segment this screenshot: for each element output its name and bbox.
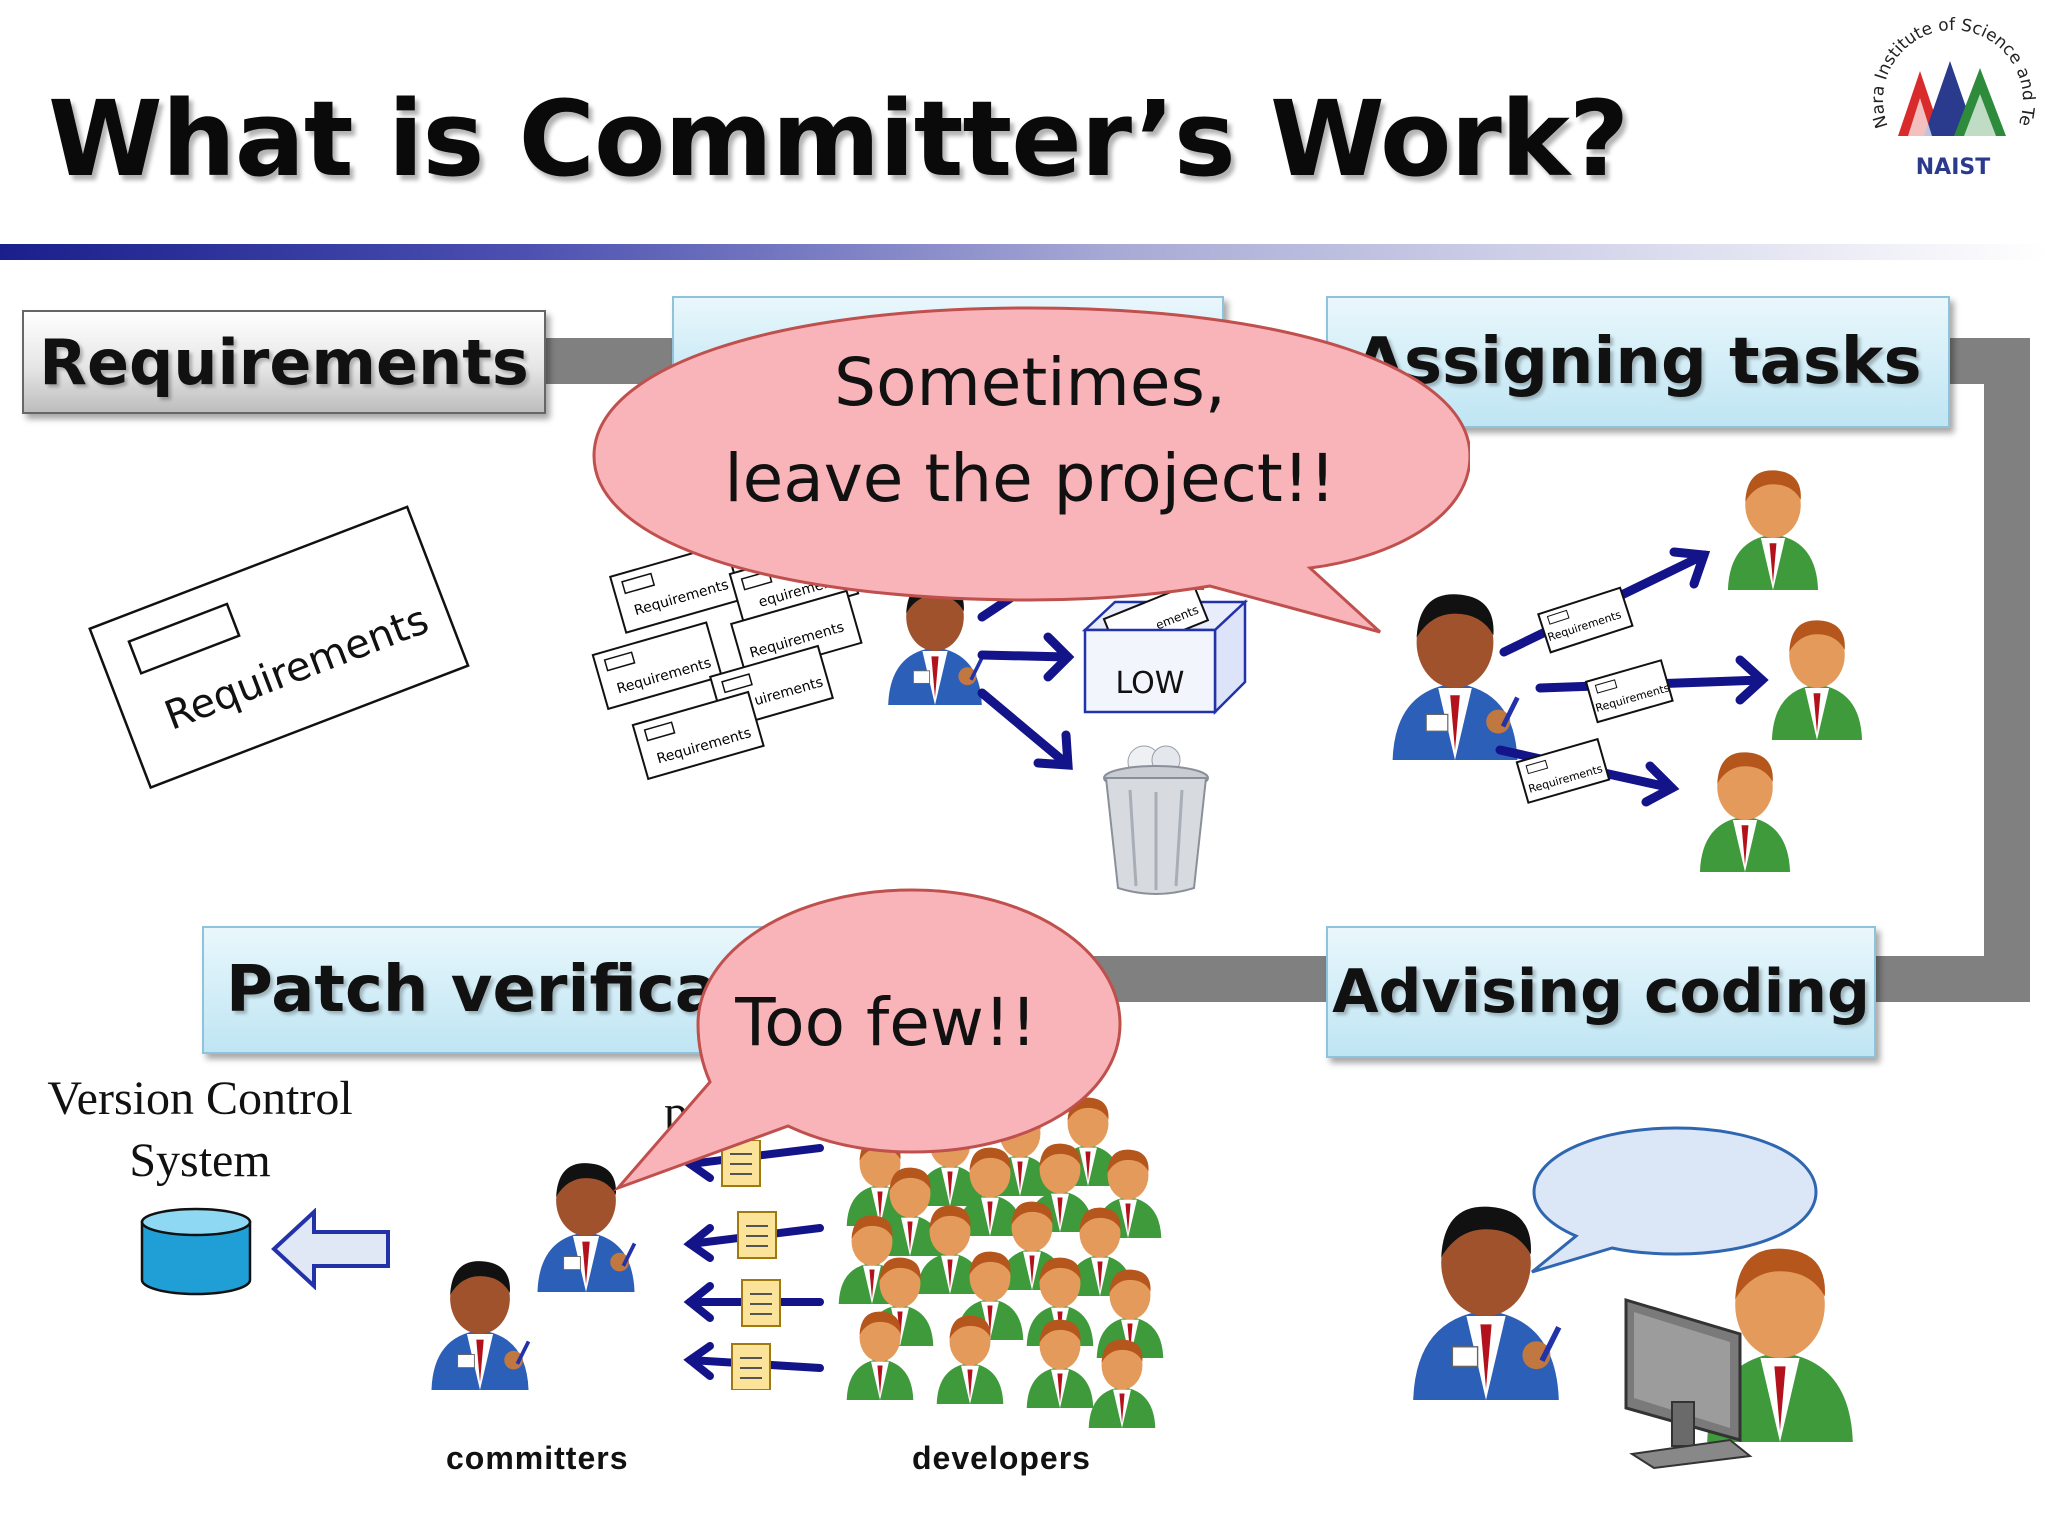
requirements-document-large: Requirements <box>88 505 470 790</box>
stage-assigning-label: Assigning tasks <box>1354 325 1922 399</box>
bubble-leave-line2: leave the project!! <box>724 440 1336 517</box>
developer-assignee-3 <box>1699 752 1791 872</box>
bubble-leave-project <box>592 306 1470 634</box>
requirements-pile: Requirements equirements Requirements Re… <box>591 540 863 781</box>
committer-1 <box>429 1259 531 1390</box>
stage-patch-label: Patch verifica <box>226 953 718 1027</box>
vcs-label-line1: Version Control <box>47 1072 353 1125</box>
stage-requirements: Requirements <box>22 310 546 414</box>
connector-right <box>1984 338 2030 976</box>
stage-requirements-label: Requirements <box>39 325 529 399</box>
stage-advising-coding: Advising coding <box>1326 926 1876 1058</box>
computer-monitor-icon <box>1624 1297 1753 1470</box>
developers-label: developers <box>912 1440 1091 1476</box>
connector-bottom-right <box>1868 956 2030 1002</box>
stage-advising-label: Advising coding <box>1332 957 1870 1027</box>
commit-arrow <box>271 1208 390 1290</box>
assign-arrows: Requirements Requirements Requirements <box>1495 547 1769 807</box>
developer-assignee-1 <box>1727 470 1819 590</box>
trash-can-icon <box>1103 745 1209 895</box>
slide-title: What is Committer’s Work? <box>48 78 1629 200</box>
vcs-label-line2: System <box>129 1134 271 1187</box>
patch-arrows <box>683 1140 824 1390</box>
committer-advising <box>1396 1190 1576 1400</box>
database-icon <box>140 1207 252 1296</box>
bubble-too-few <box>613 888 1122 1192</box>
logo-short-text: NAIST <box>1916 155 1990 180</box>
low-priority-box: ements LOW <box>1081 590 1249 716</box>
bubble-leave-line1: Sometimes, <box>834 344 1226 421</box>
stage-assigning-tasks: Assigning tasks <box>1326 296 1950 428</box>
advice-speech-bubble <box>1531 1126 1818 1274</box>
naist-logo: Nara Institute of Science and Technology… <box>1858 6 2038 180</box>
connector-bottom-mid <box>1080 956 1330 1002</box>
low-label: LOW <box>1116 666 1185 701</box>
committers-label: committers <box>446 1440 629 1476</box>
developer-assignee-2 <box>1771 620 1863 740</box>
bubble-too-few-label: Too few!! <box>735 984 1037 1061</box>
title-rule <box>0 244 2048 260</box>
